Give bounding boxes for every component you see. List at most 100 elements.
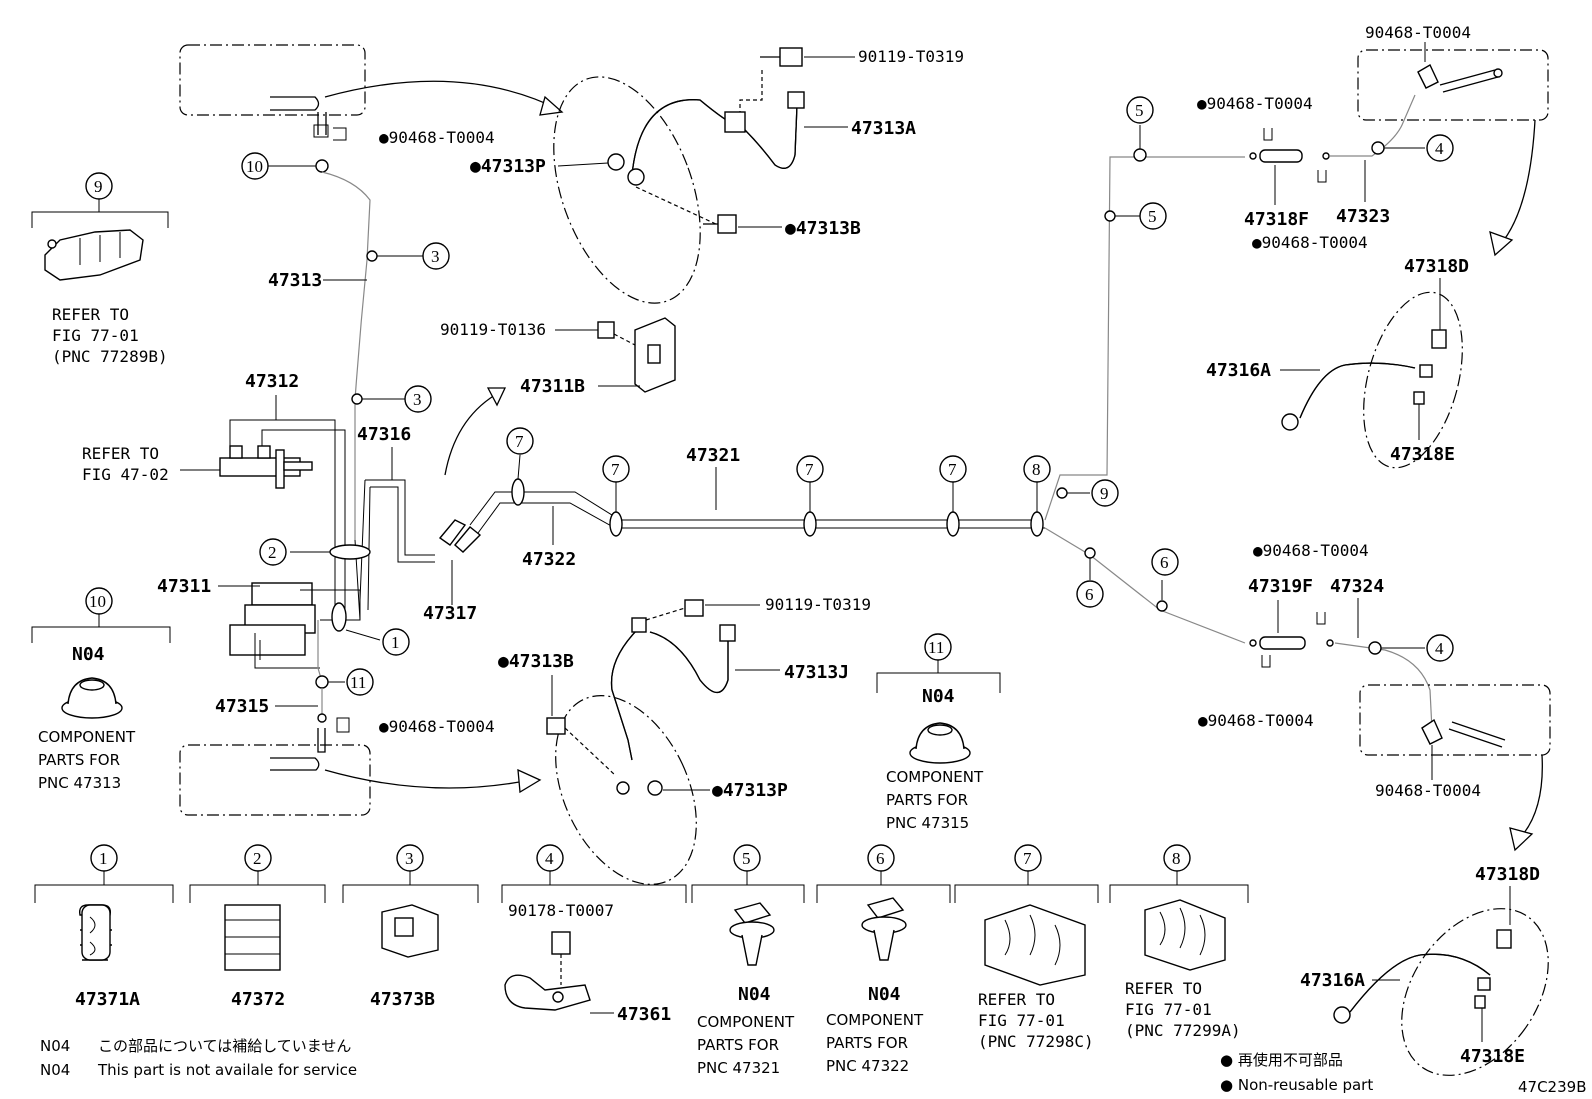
n04-5: N04 <box>738 984 771 1005</box>
label-90119-T0319-a: 90119-T0319 <box>858 47 964 66</box>
callout-8: 8 <box>1023 455 1051 483</box>
label-90468-T0004-b: ●90468-T0004 <box>379 717 495 736</box>
callout-4-b: 4 <box>1426 634 1454 662</box>
svg-text:6: 6 <box>876 849 885 868</box>
svg-text:2: 2 <box>253 849 262 868</box>
label-90468-T0004-c: 90468-T0004 <box>1365 23 1471 42</box>
svg-text:11: 11 <box>928 638 944 657</box>
lower-hose-assembly <box>546 599 736 885</box>
refer-b-line1: REFER TO <box>82 444 159 463</box>
label-47319F: 47319F <box>1248 576 1313 597</box>
note-en-code: N04 <box>40 1061 70 1079</box>
label-47311B: 47311B <box>520 376 585 397</box>
label-47318E-b: 47318E <box>1460 1046 1525 1067</box>
svg-text:7: 7 <box>611 460 620 479</box>
legend-jp: ● 再使用不可部品 <box>1220 1051 1343 1069</box>
svg-text:10: 10 <box>246 157 263 176</box>
refer-a-line1: REFER TO <box>52 305 129 324</box>
comp5-line2: PARTS FOR <box>697 1036 779 1054</box>
svg-text:8: 8 <box>1172 849 1181 868</box>
callout-6-b: 6 <box>1151 548 1179 576</box>
label-47318D-b: 47318D <box>1475 864 1540 885</box>
refer-a-line3: (PNC 77289B) <box>52 347 168 366</box>
callout-1-detail: 1 <box>34 844 174 961</box>
label-47372: 47372 <box>231 989 285 1010</box>
label-90119-T0319-b: 90119-T0319 <box>765 595 871 614</box>
label-47321: 47321 <box>686 445 740 466</box>
callout-4-detail: 4 <box>501 844 687 1011</box>
callout-1: 1 <box>382 628 410 656</box>
svg-text:7: 7 <box>805 460 814 479</box>
label-47315: 47315 <box>215 696 269 717</box>
label-47323: 47323 <box>1336 206 1390 227</box>
label-47324: 47324 <box>1330 576 1384 597</box>
refer-b-line2: FIG 47-02 <box>82 465 169 484</box>
label-90468-T0004-d: ●90468-T0004 <box>1197 94 1313 113</box>
svg-text:7: 7 <box>1023 849 1032 868</box>
label-47313B-a: ●47313B <box>785 218 861 239</box>
label-47313P-a: ●47313P <box>470 156 546 177</box>
comp10-line3: PNC 47313 <box>38 774 121 792</box>
svg-text:5: 5 <box>742 849 751 868</box>
comp11-line2: PARTS FOR <box>886 791 968 809</box>
callout-7-d: 7 <box>939 455 967 483</box>
refer7-line3: (PNC 77298C) <box>978 1032 1094 1051</box>
top-left-detail <box>179 44 564 173</box>
callout-3-a: 3 <box>422 242 450 270</box>
svg-text:3: 3 <box>431 247 440 266</box>
n04-11: N04 <box>922 686 955 707</box>
label-90468-T0004-f: ●90468-T0004 <box>1253 541 1369 560</box>
comp6-line1: COMPONENT <box>826 1011 924 1029</box>
label-90119-T0136: 90119-T0136 <box>440 320 546 339</box>
note-jp-text: この部品については補給していません <box>98 1037 351 1055</box>
svg-text:6: 6 <box>1085 585 1094 604</box>
svg-text:7: 7 <box>948 460 957 479</box>
svg-text:3: 3 <box>413 390 422 409</box>
comp10-line2: PARTS FOR <box>38 751 120 769</box>
callout-5-a: 5 <box>1126 96 1154 124</box>
refer7-line2: FIG 77-01 <box>978 1011 1065 1030</box>
refer8-line2: FIG 77-01 <box>1125 1000 1212 1019</box>
note-en-text: This part is not availale for service <box>97 1061 357 1079</box>
legend-en: ● Non-reusable part <box>1220 1076 1373 1094</box>
union-47317 <box>438 519 482 553</box>
comp6-line2: PARTS FOR <box>826 1034 908 1052</box>
svg-text:2: 2 <box>268 543 277 562</box>
callout-7-a: 7 <box>506 427 534 455</box>
label-47371A: 47371A <box>75 989 140 1010</box>
comp11-line3: PNC 47315 <box>886 814 969 832</box>
n04-6: N04 <box>868 984 901 1005</box>
label-47317: 47317 <box>423 603 477 624</box>
label-47373B: 47373B <box>370 989 435 1010</box>
svg-text:4: 4 <box>1435 139 1444 158</box>
label-90468-T0004-e: ●90468-T0004 <box>1252 233 1368 252</box>
svg-text:10: 10 <box>89 592 106 611</box>
svg-text:11: 11 <box>350 673 366 692</box>
comp10-line1: COMPONENT <box>38 728 136 746</box>
svg-text:9: 9 <box>1100 484 1109 503</box>
svg-text:3: 3 <box>405 849 414 868</box>
callout-10-detail: 10 <box>31 587 171 719</box>
refer7-line1: REFER TO <box>978 990 1055 1009</box>
comp5-line1: COMPONENT <box>697 1013 795 1031</box>
label-47318E-a: 47318E <box>1390 444 1455 465</box>
refer8-line1: REFER TO <box>1125 979 1202 998</box>
svg-text:7: 7 <box>515 432 524 451</box>
svg-text:1: 1 <box>99 849 108 868</box>
label-47313B-b: ●47313B <box>498 651 574 672</box>
bracket-47311B <box>634 317 676 393</box>
callout-9: 9 <box>1091 479 1119 507</box>
note-jp-code: N04 <box>40 1037 70 1055</box>
label-47318F: 47318F <box>1244 209 1309 230</box>
comp6-line3: PNC 47322 <box>826 1057 909 1075</box>
label-90468-T0004-a: ●90468-T0004 <box>379 128 495 147</box>
comp11-line1: COMPONENT <box>886 768 984 786</box>
refer8-line3: (PNC 77299A) <box>1125 1021 1241 1040</box>
svg-text:4: 4 <box>545 849 554 868</box>
label-47313P-b: ●47313P <box>712 780 788 801</box>
label-47318D-a: 47318D <box>1404 256 1469 277</box>
callout-11-detail: 11 <box>876 633 1001 764</box>
svg-text:1: 1 <box>391 633 400 652</box>
svg-text:9: 9 <box>94 177 103 196</box>
